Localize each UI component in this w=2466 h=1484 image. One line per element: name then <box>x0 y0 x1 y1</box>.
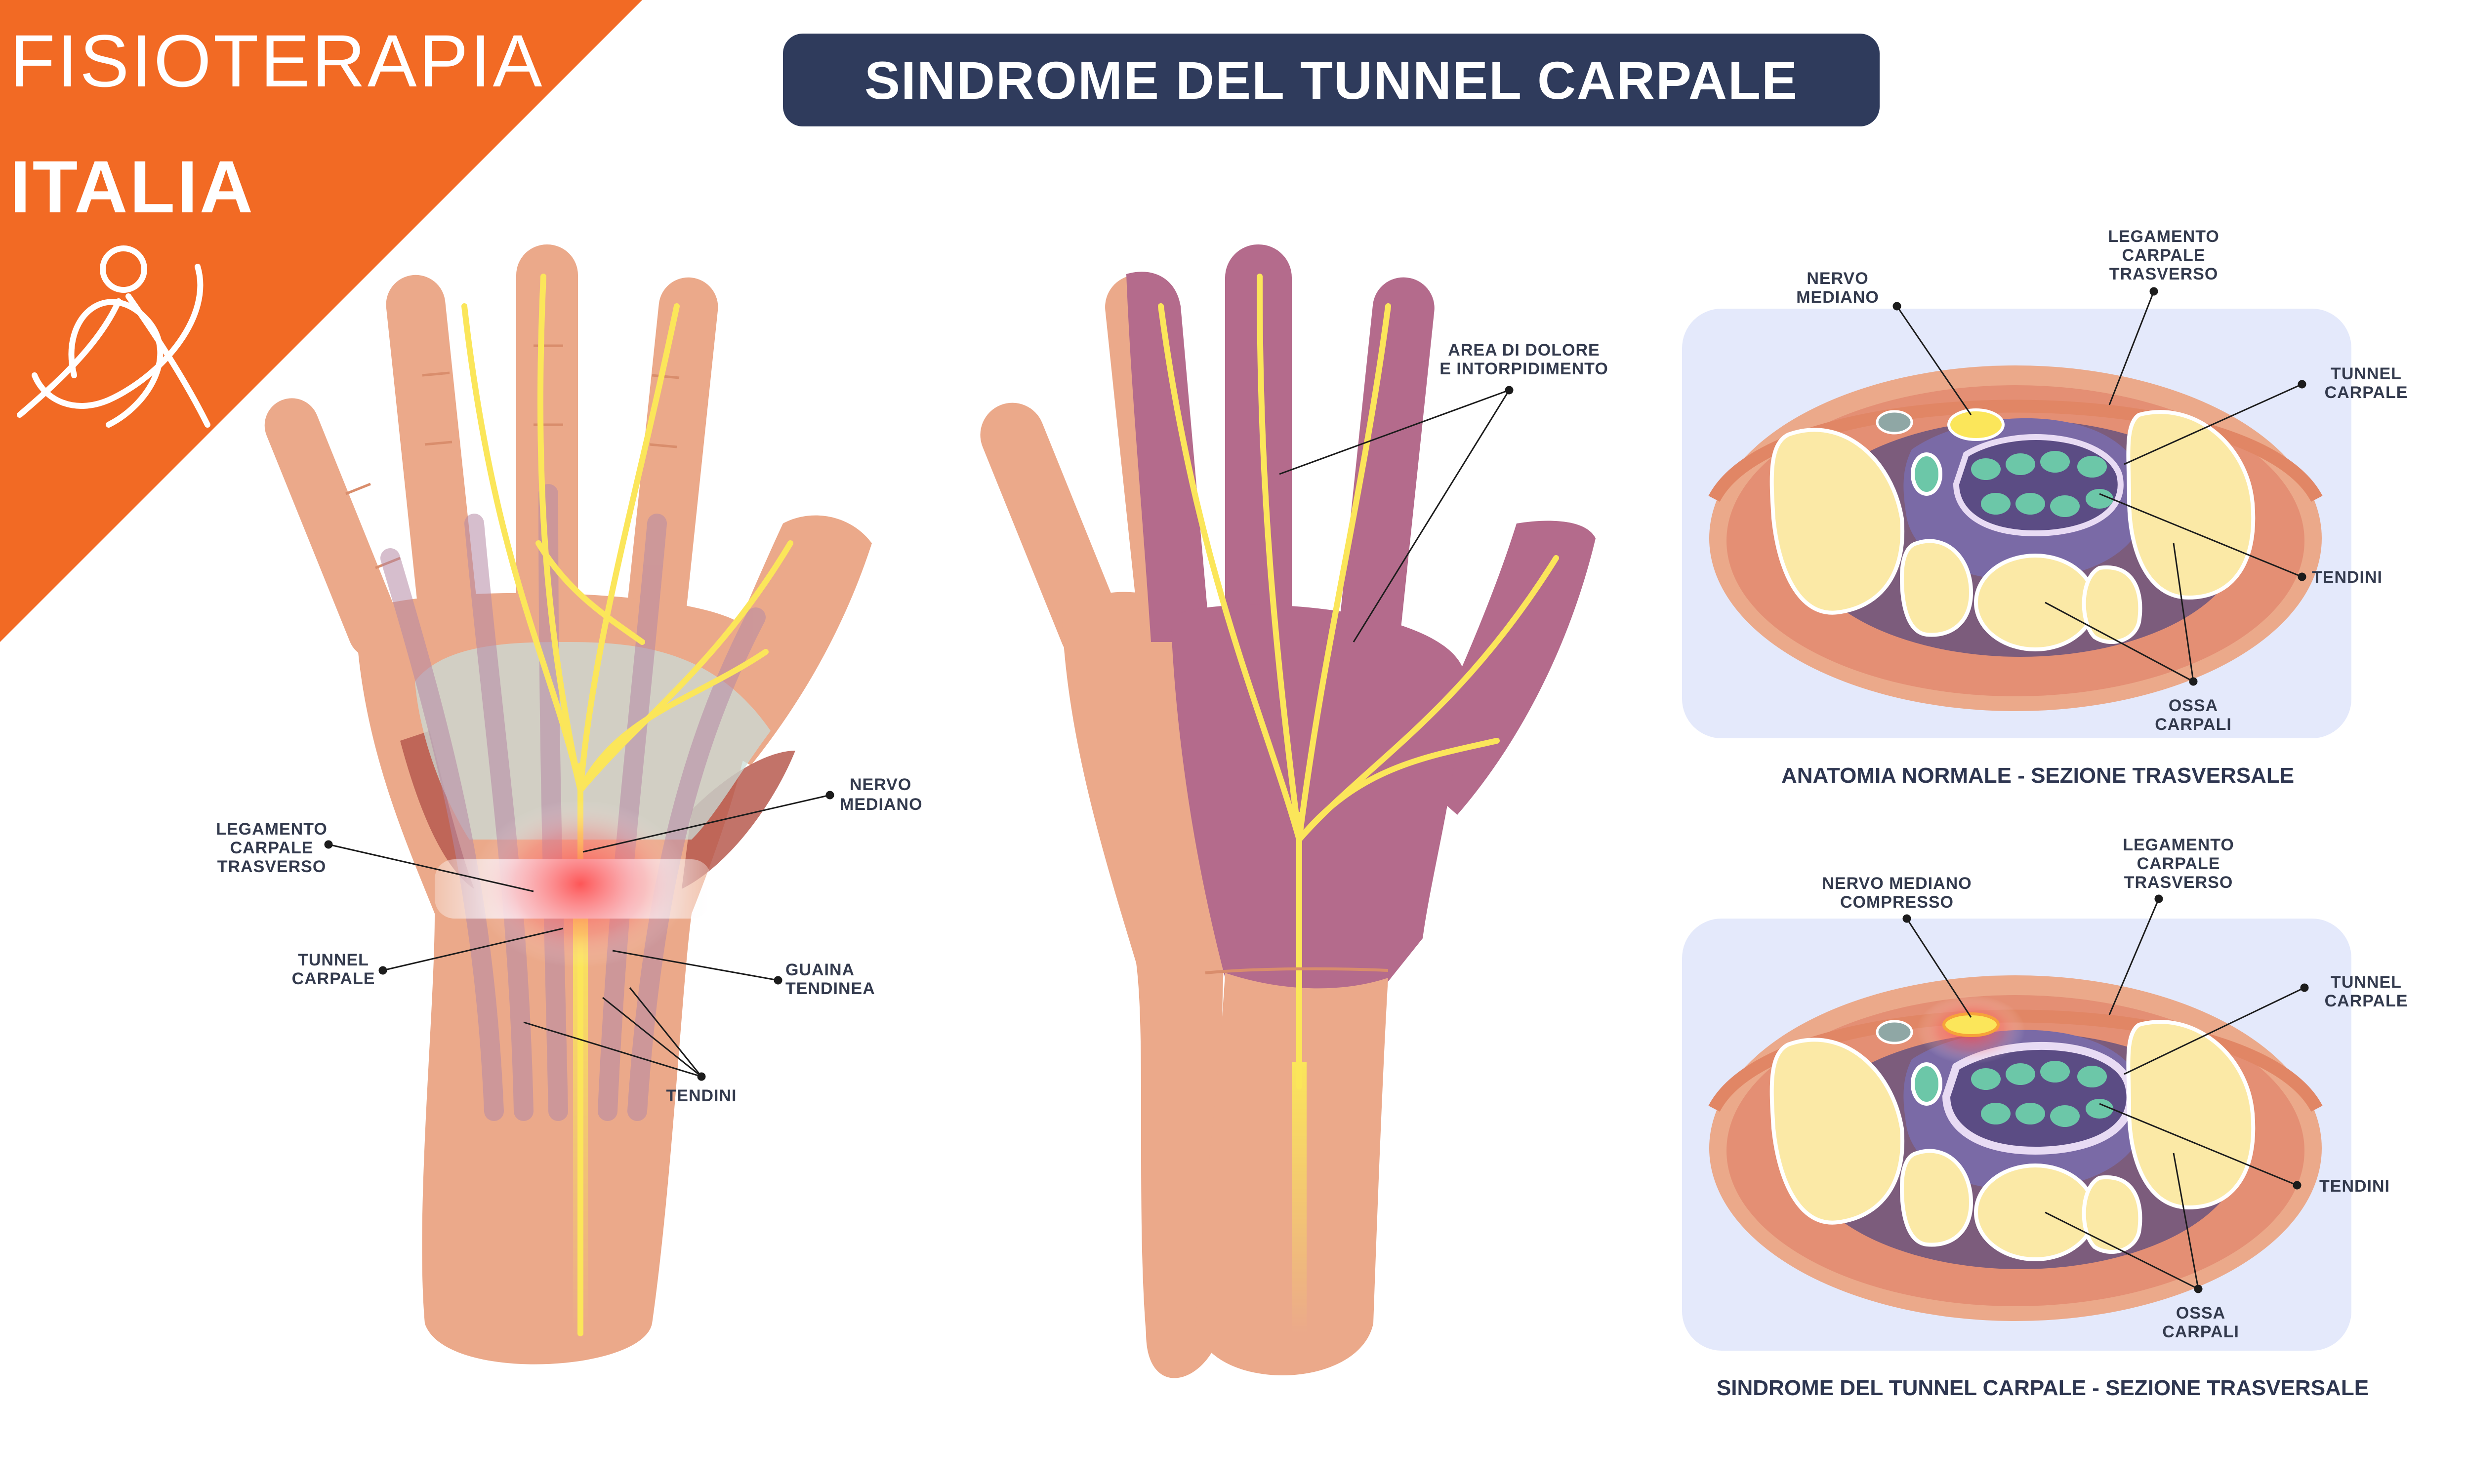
carpal-bones-syndrome <box>1769 1020 2256 1261</box>
label-nervo-mediano-2: MEDIANO <box>840 795 923 814</box>
label-nervo-mediano-1: NERVO <box>850 775 911 794</box>
title-background <box>783 34 1880 126</box>
label-n-tendini: TENDINI <box>2312 568 2383 587</box>
label-n-tunnel-1: TUNNEL <box>2331 364 2402 383</box>
label-n-ossa-1: OSSA <box>2169 696 2218 715</box>
left-label-text: NERVO MEDIANO LEGAMENTO CARPALE TRASVERS… <box>216 775 922 1105</box>
label-s-tunnel-2: CARPALE <box>2325 992 2408 1010</box>
wrist-crease <box>1205 967 1389 974</box>
tendons-normal <box>1971 451 2113 517</box>
hand-anatomy <box>264 244 872 1364</box>
syndrome-label-text: NERVO MEDIANO COMPRESSO LEGAMENTO CARPAL… <box>1717 836 2408 1400</box>
normal-label-text: NERVO MEDIANO LEGAMENTO CARPALE TRASVERS… <box>1781 227 2408 788</box>
label-n-tunnel-2: CARPALE <box>2325 383 2408 402</box>
thenar-muscle <box>682 751 795 889</box>
ulnar-structure <box>1911 452 1942 496</box>
label-area-1: AREA DI DOLORE <box>1448 341 1600 360</box>
ulnar-vessel <box>1876 410 1913 435</box>
label-s-legamento-2: CARPALE <box>2137 854 2220 873</box>
brand-line1: FISIOTERAPIA <box>10 19 544 102</box>
transverse-ligament-normal <box>1708 400 2323 502</box>
syndrome-annotations <box>1902 894 2309 1293</box>
hand-pain-area <box>980 244 1596 1378</box>
label-s-ossa-1: OSSA <box>2176 1304 2225 1323</box>
label-n-legamento-1: LEGAMENTO <box>2108 227 2219 246</box>
label-n-nervo-1: NERVO <box>1807 269 1868 288</box>
median-nerve-compressed <box>1942 1012 2000 1037</box>
label-legamento-3: TRASVERSO <box>217 857 327 876</box>
label-s-tendini: TENDINI <box>2319 1177 2390 1196</box>
label-s-nervo-1: NERVO MEDIANO <box>1822 874 1972 893</box>
middle-nerve-fade <box>1292 1062 1307 1333</box>
carpal-bones-normal <box>1769 410 2256 651</box>
middle-median-nerve <box>1158 274 1559 1089</box>
brand-triangle <box>0 0 642 642</box>
label-s-legamento-3: TRASVERSO <box>2124 873 2233 892</box>
middle-annotations <box>1279 386 1514 642</box>
caption-normal: ANATOMIA NORMALE - SEZIONE TRASVERSALE <box>1781 763 2294 788</box>
tendons-syndrome <box>1971 1061 2113 1127</box>
cross-section-syndrome <box>1682 919 2351 1351</box>
label-n-legamento-3: TRASVERSO <box>2109 265 2219 283</box>
ulnar-structure <box>1911 1062 1942 1106</box>
title-banner: SINDROME DEL TUNNEL CARPALE <box>783 34 1880 126</box>
label-tendini: TENDINI <box>666 1086 737 1105</box>
label-tunnel-2: CARPALE <box>292 969 375 988</box>
label-s-tunnel-1: TUNNEL <box>2331 973 2402 992</box>
label-s-nervo-2: COMPRESSO <box>1840 893 1954 912</box>
label-area-2: E INTORPIDIMENTO <box>1439 360 1608 378</box>
label-tunnel-1: TUNNEL <box>298 951 369 969</box>
nerve-lower-fade <box>573 914 588 1333</box>
brand-line2: ITALIA <box>10 145 255 228</box>
label-legamento-1: LEGAMENTO <box>216 820 328 839</box>
tendon-sheath <box>1953 434 2124 537</box>
label-guaina-2: TENDINEA <box>785 979 875 998</box>
label-n-nervo-2: MEDIANO <box>1796 288 1879 307</box>
label-legamento-2: CARPALE <box>230 839 314 857</box>
ulnar-vessel <box>1876 1020 1913 1044</box>
median-nerve-normal <box>1947 408 2005 441</box>
brand-logo: FISIOTERAPIA ITALIA <box>0 0 642 642</box>
left-annotations <box>324 791 834 1081</box>
caption-syndrome: SINDROME DEL TUNNEL CARPALE - SEZIONE TR… <box>1717 1376 2369 1400</box>
label-n-ossa-2: CARPALI <box>2155 715 2232 734</box>
label-s-legamento-1: LEGAMENTO <box>2123 836 2234 854</box>
label-guaina-1: GUAINA <box>785 961 855 979</box>
brand-figure-icon <box>17 245 210 428</box>
cross-section-normal <box>1682 309 2351 738</box>
normal-annotations <box>1892 287 2306 686</box>
page-title: SINDROME DEL TUNNEL CARPALE <box>864 50 1798 110</box>
finger-creases <box>345 344 680 569</box>
label-n-legamento-2: CARPALE <box>2122 246 2206 265</box>
pain-region <box>1126 244 1596 993</box>
label-s-ossa-2: CARPALI <box>2162 1323 2239 1341</box>
pain-glow <box>472 800 689 968</box>
middle-label-text: AREA DI DOLORE E INTORPIDIMENTO <box>1439 341 1608 378</box>
